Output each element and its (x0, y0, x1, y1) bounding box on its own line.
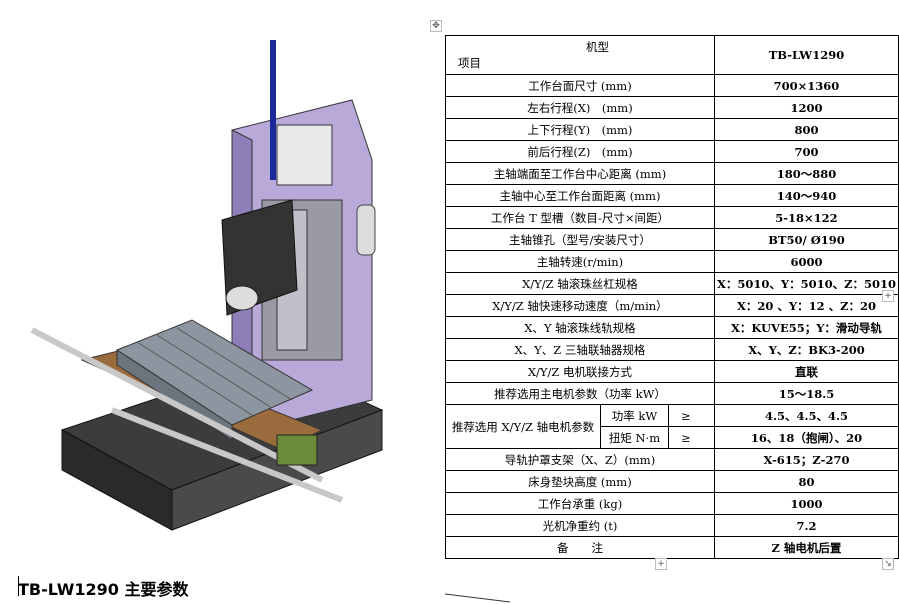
row-label: 主轴锥孔（型号/安装尺寸） (445, 228, 715, 251)
row-value: 700 (713, 140, 899, 163)
table-row: 扭矩 N·m≥16、18（抱闸）、20 (446, 426, 899, 449)
row-label: 工作台承重 (kg) (445, 492, 715, 515)
row-label: X/Y/Z 电机联接方式 (445, 360, 715, 383)
header-corner-top: 机型 (586, 40, 609, 54)
table-row: 左右行程(X) (mm)1200 (445, 96, 899, 119)
row-value: 700×1360 (713, 74, 899, 97)
table-row: 主轴中心至工作台面距离 (mm)140～940 (445, 184, 899, 207)
table-row: 工作台 T 型槽（数目-尺寸×间距）5-18×122 (445, 206, 899, 229)
row-value: 80 (713, 470, 899, 493)
table-row: 工作台面尺寸 (mm)700×1360 (445, 74, 899, 97)
row-value: 15～18.5 (713, 382, 899, 405)
row-value: 16、18（抱闸）、20 (713, 426, 899, 449)
table-row: 主轴锥孔（型号/安装尺寸）BT50/ Ø190 (445, 228, 899, 251)
row-label: 左右行程(X) (mm) (445, 96, 715, 119)
sub-param-name: 扭矩 N·m (599, 426, 669, 449)
header-corner-bottom: 项目 (458, 56, 481, 70)
row-value: 4.5、4.5、4.5 (713, 404, 899, 427)
table-row: 推荐选用主电机参数（功率 kW）15～18.5 (445, 382, 899, 405)
row-value: BT50/ Ø190 (713, 228, 899, 251)
row-label: 工作台面尺寸 (mm) (445, 74, 715, 97)
row-label: 主轴端面至工作台中心距离 (mm) (445, 162, 715, 185)
row-value: 180～880 (713, 162, 899, 185)
table-row: 床身垫块高度 (mm)80 (445, 470, 899, 493)
table-row: 上下行程(Y) (mm)800 (445, 118, 899, 141)
header-model: TB-LW1290 (713, 35, 899, 75)
resize-icon[interactable]: ↘ (882, 558, 894, 570)
table-row: 主轴转速(r/min)6000 (445, 250, 899, 273)
row-label: X、Y、Z 三轴联轴器规格 (445, 338, 715, 361)
row-value: X：20 、Y：12 、Z：20 (713, 294, 899, 317)
row-label: 推荐选用 X/Y/Z 轴电机参数 (445, 404, 601, 449)
row-value: 800 (713, 118, 899, 141)
row-label: 上下行程(Y) (mm) (445, 118, 715, 141)
table-row: X/Y/Z 电机联接方式直联 (445, 360, 899, 383)
row-value: 7.2 (713, 514, 899, 537)
row-value: X：5010、Y：5010、Z：5010 (713, 272, 899, 295)
row-label: 光机净重约 (t) (445, 514, 715, 537)
sub-param-sign: ≥ (667, 426, 715, 449)
row-value: 1000 (713, 492, 899, 515)
row-value: 140～940 (713, 184, 899, 207)
caption-title: TB-LW1290 主要参数 (18, 580, 189, 599)
row-label: X/Y/Z 轴滚珠丝杠规格 (445, 272, 715, 295)
row-value: 直联 (713, 360, 899, 383)
table-row: X/Y/Z 轴快速移动速度（m/min）X：20 、Y：12 、Z：20 (445, 294, 899, 317)
row-label: 床身垫块高度 (mm) (445, 470, 715, 493)
row-value: X、Y、Z：BK3-200 (713, 338, 899, 361)
header-corner-cell: 机型项目 (445, 35, 715, 75)
row-label: 主轴转速(r/min) (445, 250, 715, 273)
add-row-icon[interactable]: + (655, 558, 667, 570)
add-column-icon[interactable]: + (882, 290, 894, 302)
machine-illustration (30, 40, 384, 531)
row-value: Z 轴电机后置 (713, 536, 899, 559)
bottom-divider (445, 593, 511, 603)
table-row: 导轨护罩支架（X、Z）(mm)X-615；Z-270 (445, 448, 899, 471)
sub-param-name: 功率 kW (599, 404, 669, 427)
table-row: 前后行程(Z) (mm)700 (445, 140, 899, 163)
row-label: 主轴中心至工作台面距离 (mm) (445, 184, 715, 207)
row-label: 工作台 T 型槽（数目-尺寸×间距） (445, 206, 715, 229)
row-label: 备 注 (445, 536, 715, 559)
sub-param-sign: ≥ (667, 404, 715, 427)
row-value: 6000 (713, 250, 899, 273)
row-label: X、Y 轴滚珠线轨规格 (445, 316, 715, 339)
table-move-handle-icon[interactable]: ✥ (430, 20, 442, 32)
row-label: 导轨护罩支架（X、Z）(mm) (445, 448, 715, 471)
row-label: X/Y/Z 轴快速移动速度（m/min） (445, 294, 715, 317)
table-row: 推荐选用 X/Y/Z 轴电机参数功率 kW≥4.5、4.5、4.5 (445, 404, 899, 449)
row-label: 前后行程(Z) (mm) (445, 140, 715, 163)
text-cursor (18, 576, 19, 596)
table-row: 工作台承重 (kg)1000 (445, 492, 899, 515)
table-row: 光机净重约 (t)7.2 (445, 514, 899, 537)
row-label: 推荐选用主电机参数（功率 kW） (445, 382, 715, 405)
row-value: X：KUVE55；Y：滑动导轨 (713, 316, 899, 339)
row-value: X-615；Z-270 (713, 448, 899, 471)
table-row: 主轴端面至工作台中心距离 (mm)180～880 (445, 162, 899, 185)
row-value: 5-18×122 (713, 206, 899, 229)
row-value: 1200 (713, 96, 899, 119)
